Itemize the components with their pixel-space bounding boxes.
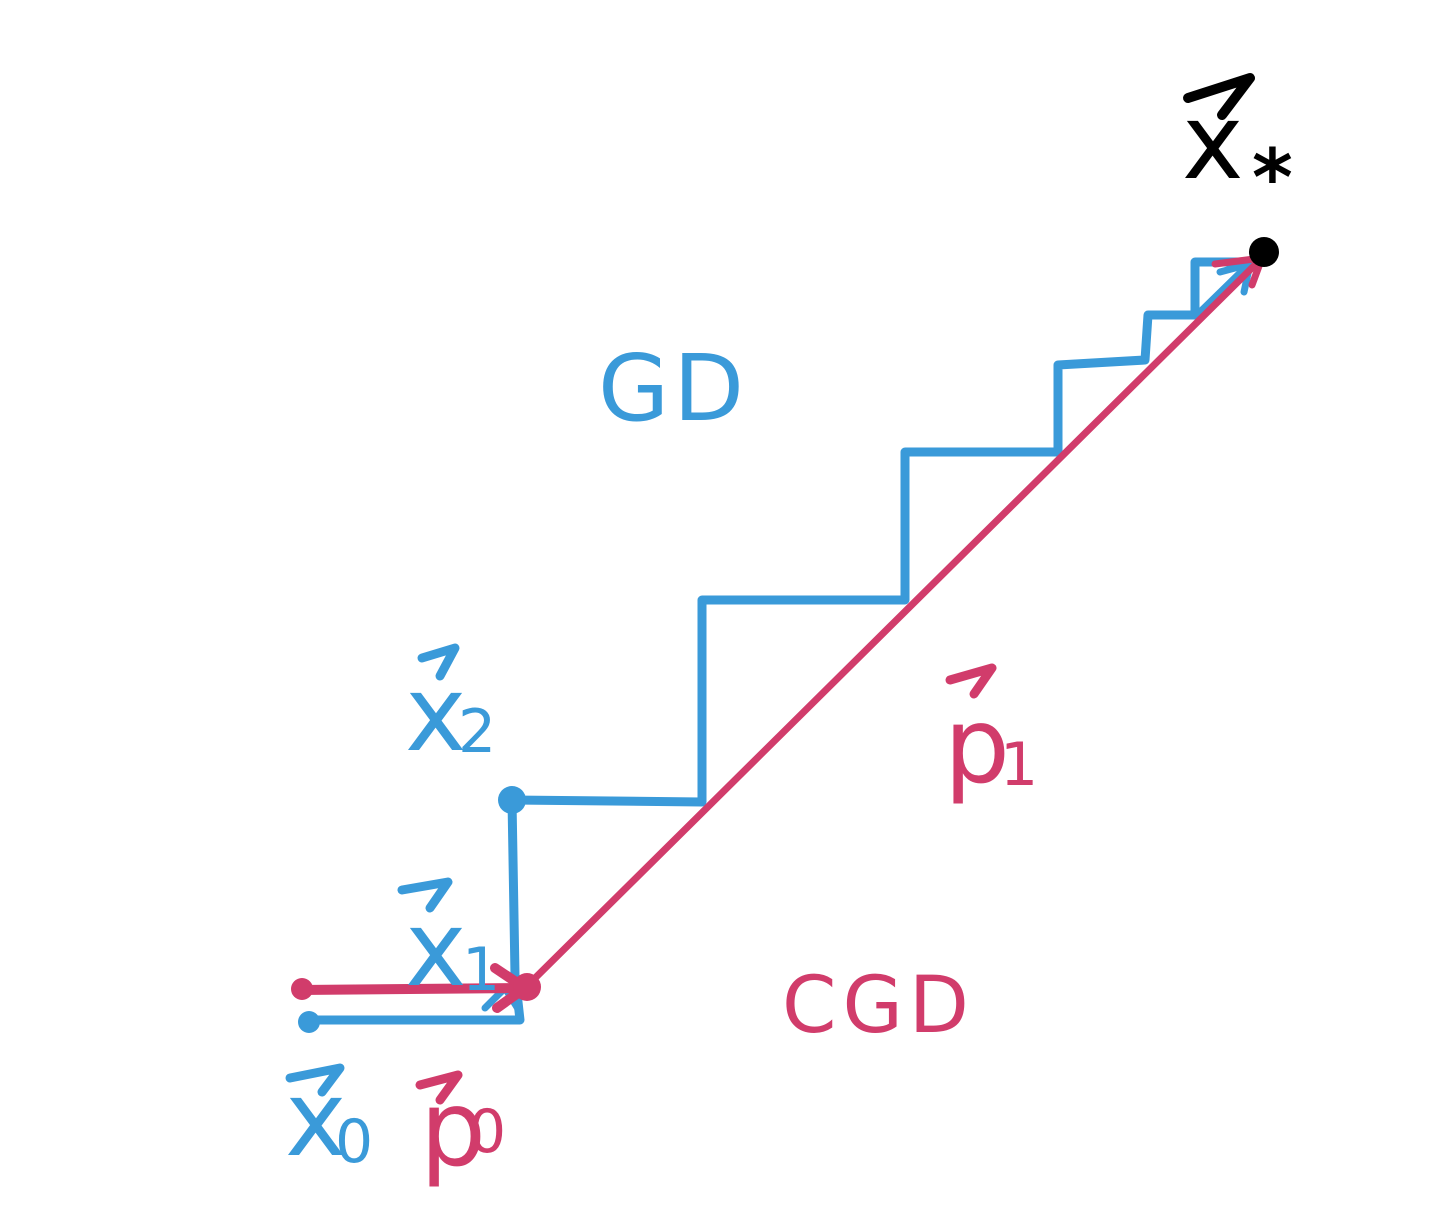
- cgd-segment-p0: [295, 983, 530, 995]
- label-cgd: CGD: [782, 961, 975, 1051]
- label-p0: p 0: [420, 1068, 506, 1190]
- point-x0: [298, 1011, 320, 1033]
- vector-mark-x1: [397, 877, 453, 913]
- point-x1-cgd: [513, 973, 541, 1001]
- point-xstar: [1249, 237, 1279, 267]
- svg-text:0: 0: [335, 1107, 373, 1177]
- gd-path: [305, 257, 1255, 1025]
- svg-text:1: 1: [1000, 730, 1038, 800]
- point-x2: [498, 786, 526, 814]
- vector-mark-x0: [285, 1063, 345, 1097]
- vector-mark-p0: [415, 1070, 463, 1105]
- label-x1: x 1: [405, 888, 500, 1010]
- svg-text:x: x: [285, 1058, 347, 1180]
- gd-final-arrowhead: [1216, 260, 1254, 296]
- label-xstar: x *: [1182, 81, 1293, 224]
- label-x0: x 0: [285, 1058, 373, 1180]
- vector-mark-p1: [945, 663, 997, 699]
- svg-text:x: x: [405, 888, 467, 1010]
- point-x0-cgd-start: [291, 978, 313, 1000]
- svg-text:x: x: [405, 653, 467, 775]
- svg-text:0: 0: [468, 1097, 506, 1167]
- label-gd: GD: [598, 335, 748, 442]
- svg-text:1: 1: [462, 935, 500, 1005]
- cgd-segment-p1: [521, 254, 1266, 992]
- vector-marks: [285, 73, 1255, 1105]
- vector-mark-x2: [417, 643, 460, 681]
- svg-text:x: x: [1182, 81, 1244, 203]
- vector-mark-xstar: [1183, 73, 1255, 120]
- svg-text:p: p: [944, 685, 1010, 807]
- label-p1: p 1: [944, 685, 1038, 807]
- gd-staircase: [305, 257, 1255, 1025]
- svg-text:*: *: [1252, 134, 1293, 224]
- svg-text:2: 2: [458, 697, 496, 767]
- gd-final-dash: [1196, 264, 1249, 316]
- svg-text:p: p: [420, 1068, 486, 1190]
- label-x2: x 2: [405, 653, 496, 775]
